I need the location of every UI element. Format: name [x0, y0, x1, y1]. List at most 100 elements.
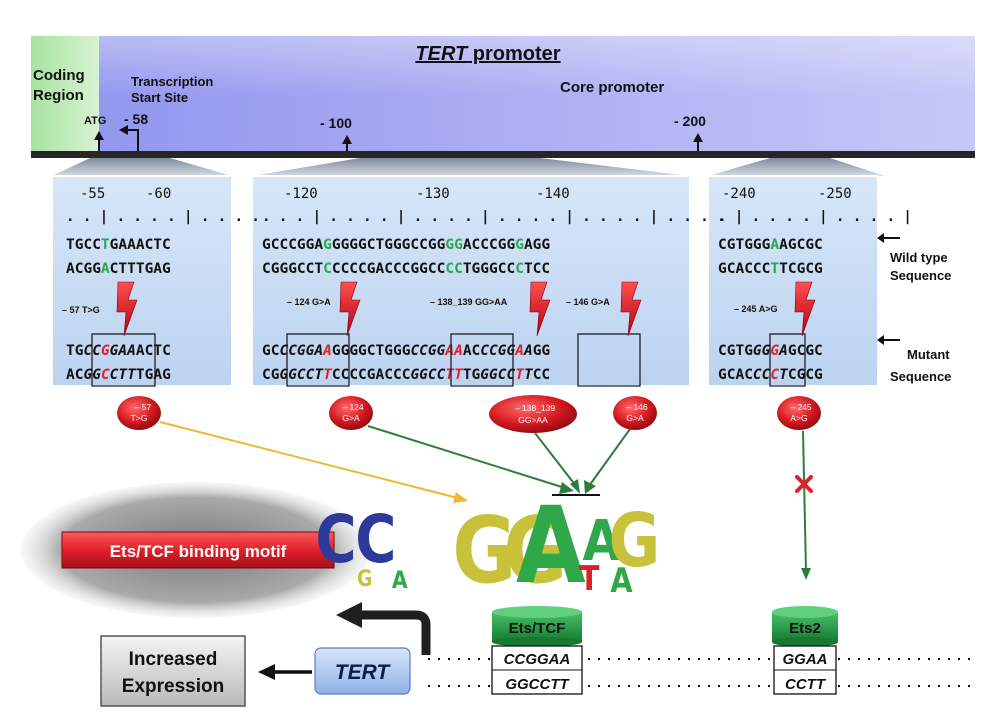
arrow-124-to-motif: [367, 425, 566, 489]
wild-type-strand-bottom: GCACCCTTCGCG: [718, 261, 823, 277]
mutant-strand-top: TGCCGGAAACTC: [66, 343, 171, 359]
lightning-bolt-icon: [339, 281, 361, 337]
sequence-segment: A: [514, 343, 524, 359]
mutation-oval-124: – 124 G>A: [329, 396, 373, 430]
increased-label: Increased: [129, 649, 218, 670]
sequence-segment: T: [779, 367, 789, 383]
wild-type-label-2: Sequence: [890, 268, 951, 283]
tick-label: -130: [416, 186, 450, 202]
mutation-oval-57: – 57 T>G: [117, 396, 161, 430]
sequence-segment: TG: [463, 367, 480, 383]
header-title: TERT promoter: [415, 43, 560, 65]
sequence-segment: G: [770, 343, 779, 359]
coding-region-label-2: Region: [33, 87, 84, 104]
oval-label: T>G: [131, 413, 148, 423]
oval-label: A>G: [790, 413, 807, 423]
mutation-label: – 146 G>A: [566, 297, 610, 307]
sequence-segment: AA: [444, 343, 462, 359]
sequence-segment: GAA: [110, 343, 136, 359]
tick-label: -55: [80, 186, 105, 202]
sequence-segment: CC: [445, 261, 462, 277]
oval-label: – 124: [342, 402, 364, 412]
sequence-segment: A: [101, 261, 110, 277]
logo-letter: G: [503, 498, 567, 605]
mutation-label: – 245 A>G: [734, 304, 777, 314]
motif-box: [577, 333, 641, 387]
arrow-57-to-motif: [159, 421, 459, 499]
lightning-bolt-icon: [620, 281, 642, 337]
sequence-segment: C: [515, 261, 524, 277]
expression-arrow: [258, 664, 312, 680]
arrow-head-icon: [584, 480, 596, 494]
zoom-wedges: [52, 158, 885, 176]
lightning-bolt-icon: [116, 281, 138, 337]
lightning-bolt-icon: [529, 281, 551, 337]
sequence-segment: G: [515, 237, 524, 253]
oval-label: G>A: [626, 413, 644, 423]
wild-type-label-1: Wild type: [890, 250, 948, 265]
arrow-left-icon: [336, 602, 362, 628]
sequence-segment: AC: [463, 343, 480, 359]
lightning-bolt-icon: [794, 281, 816, 337]
logo-letter: T: [579, 558, 600, 598]
oval-label: – 146: [626, 402, 648, 412]
logo-letter: C: [315, 502, 356, 579]
sequence-segment: GCAC: [718, 367, 753, 383]
logo-letter: A: [392, 566, 408, 594]
sequence-segment: CCGG: [410, 343, 445, 359]
ets-tcf-site-top: CCGGAA: [504, 651, 571, 668]
wild-type-strand-top: TGCCTGAAACTC: [66, 237, 171, 253]
sequence-segment: A: [322, 343, 332, 359]
sequence-segment: GG: [533, 343, 550, 359]
position-scale: . | . . . . | . . . . |: [718, 209, 912, 225]
ets2-site-bottom: CCTT: [785, 676, 827, 693]
sequence-segment: AGG: [524, 237, 550, 253]
arrow-head-icon: [559, 482, 574, 494]
marker-200: - 200: [674, 113, 706, 129]
sequence-segment: CC: [753, 367, 771, 383]
sequence-segment: CG: [262, 367, 279, 383]
motif-label: Ets/TCF binding motif: [110, 542, 287, 561]
sequence-segment: GG: [753, 343, 771, 359]
sequence-segment: A: [778, 343, 788, 359]
sequence-segment: C: [323, 261, 332, 277]
sequence-segment: TG: [66, 343, 83, 359]
sequence-segment: TGAG: [136, 367, 171, 383]
panel-3-text: -240 -250 . | . . . . | . . . . | CGTGGG…: [718, 186, 912, 387]
sequence-segment: TCGCG: [779, 261, 823, 277]
arrow-245-to-ets2: [802, 430, 807, 572]
mutant-strand-bottom: GCACCCCTCGCG: [718, 367, 823, 383]
sequence-segment: ACCCGG: [463, 237, 515, 253]
logo-letter: A: [516, 485, 586, 608]
sequence-segment: C: [101, 367, 110, 383]
logo-letter: G: [357, 566, 372, 592]
sequence-segment: GCACCC: [718, 261, 770, 277]
wild-type-strand-bottom: ACGGACTTTGAG: [66, 261, 171, 277]
logo-letter: G: [609, 498, 661, 584]
sequence-segment: T: [101, 237, 110, 253]
sequence-segment: C: [770, 367, 779, 383]
mutation-oval-146: – 146 G>A: [613, 396, 657, 430]
position-scale: . . | . . . . | . . . .: [66, 209, 260, 225]
sequence-segment: TGGGCC: [463, 261, 515, 277]
sequence-segment: CGTG: [718, 343, 753, 359]
motif-box: [286, 333, 350, 387]
logo-letter: C: [355, 502, 396, 579]
sequence-segment: GAAACTC: [110, 237, 171, 253]
mutant-label-1: Mutant: [907, 347, 950, 362]
sequence-segment: TT: [445, 367, 464, 383]
sequence-segment: A: [770, 237, 779, 253]
mutant-label-2: Sequence: [890, 369, 951, 384]
marker-100: - 100: [320, 115, 352, 131]
tss-label-2: Start Site: [131, 90, 188, 105]
oval-label: – 138_139: [515, 403, 555, 413]
sequence-segment: GGCC: [410, 367, 445, 383]
ets-tcf-site-bottom: GGCCTT: [505, 676, 570, 693]
logo-letter: A: [583, 509, 621, 574]
sequence-segment: AC: [66, 367, 83, 383]
panel-1-text: -55 -60 . . | . . . . | . . . . TGCCTGAA…: [62, 186, 260, 387]
sequence-segment: TGCC: [66, 237, 101, 253]
arrow-138-to-motif: [534, 432, 577, 487]
tss-label-1: Transcription: [131, 74, 213, 89]
sequence-segment: CCCCGACCCGGCC: [332, 261, 446, 277]
